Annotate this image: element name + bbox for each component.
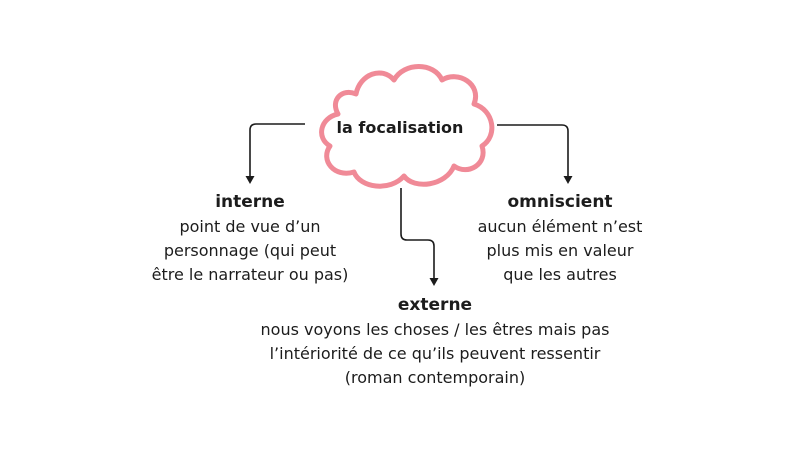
arrow-to-externe [400, 188, 439, 286]
arrow-to-omniscient-line [497, 124, 569, 176]
center-label: la focalisation [336, 118, 464, 137]
arrow-to-externe-line [400, 188, 435, 278]
branch-interne-line-1: point de vue d’un [179, 217, 321, 236]
arrow-to-externe-head [429, 278, 439, 286]
branch-externe-line-1: nous voyons les choses / les êtres mais … [260, 320, 610, 339]
arrow-to-omniscient-head [563, 176, 573, 184]
branch-omniscient-line-1: aucun élément n’est [477, 217, 643, 236]
branch-externe: externe nous voyons les choses / les êtr… [200, 292, 670, 390]
branch-omniscient-title: omniscient [507, 192, 613, 212]
arrow-to-interne-line [249, 123, 305, 176]
branch-interne: interne point de vue d’un personnage (qu… [120, 189, 380, 287]
branch-externe-line-2: l’intériorité de ce qu’ils peuvent resse… [269, 344, 601, 363]
branch-omniscient-line-3: que les autres [503, 265, 617, 284]
branch-interne-line-3: être le narrateur ou pas) [151, 265, 349, 284]
branch-omniscient: omniscient aucun élément n’est plus mis … [440, 189, 680, 287]
branch-externe-line-3: (roman contemporain) [344, 368, 526, 387]
branch-omniscient-line-2: plus mis en valeur [486, 241, 634, 260]
arrow-to-interne [245, 123, 305, 184]
branch-interne-title: interne [215, 192, 285, 212]
branch-interne-line-2: personnage (qui peut [163, 241, 337, 260]
branch-externe-title: externe [397, 295, 473, 315]
arrow-to-omniscient [497, 124, 573, 184]
arrow-to-interne-head [245, 176, 255, 184]
cloud-shape [319, 64, 495, 189]
